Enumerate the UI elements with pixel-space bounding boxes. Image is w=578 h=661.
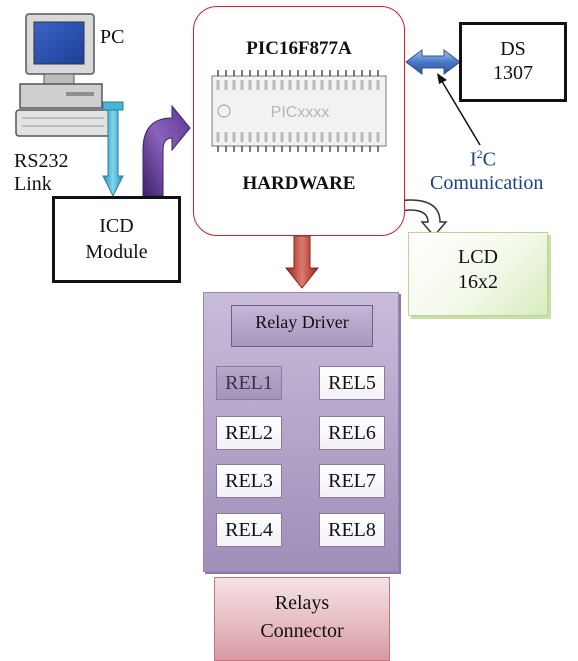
i2c-bus-arrow (405, 49, 461, 75)
connector-label-line1: Relays (274, 592, 330, 614)
rtc-label-line2: 1307 (493, 62, 533, 84)
relay-driver-block (231, 305, 373, 347)
relay-rel3: REL3 (216, 464, 282, 498)
icd-label-line1: ICD (99, 215, 134, 237)
mcu-to-relay-arrow (284, 235, 320, 289)
relay-rel6: REL6 (319, 416, 385, 450)
lcd-label-line2: 16x2 (458, 271, 498, 293)
connector-label-line2: Connector (260, 620, 344, 642)
relay-rel7: REL7 (319, 464, 385, 498)
mcu-title: PIC16F877A (246, 38, 352, 59)
lcd-label-line1: LCD (458, 246, 498, 268)
relay-rel1: REL1 (216, 366, 282, 400)
rtc-block (459, 22, 567, 102)
pc-label: PC (100, 26, 125, 48)
i2c-label: I2C (470, 147, 497, 171)
relay-rel4: REL4 (216, 513, 282, 547)
icd-to-mcu-arrow (142, 104, 191, 197)
pic-chip-icon: PICxxxx (211, 70, 387, 152)
lcd-block (408, 232, 548, 316)
chip-label: PICxxxx (271, 104, 330, 121)
icd-module-block (52, 196, 181, 283)
i2c-pointer (437, 73, 481, 146)
relay-rel5: REL5 (319, 366, 385, 400)
rs232-cable (102, 101, 124, 198)
mcu-subtitle: HARDWARE (242, 173, 356, 194)
rs232-label-line2: Link (14, 173, 52, 195)
rtc-label-line1: DS (500, 38, 526, 60)
relay-driver-label: Relay Driver (255, 312, 349, 332)
relay-rel2: REL2 (216, 416, 282, 450)
pc-computer-icon (15, 13, 113, 137)
icd-label-line2: Module (85, 241, 148, 263)
rs232-label-line1: RS232 (14, 150, 69, 172)
relays-connector-block (214, 577, 390, 661)
relay-rel8: REL8 (319, 513, 385, 547)
i2c-label-line2: Comunication (430, 172, 544, 194)
